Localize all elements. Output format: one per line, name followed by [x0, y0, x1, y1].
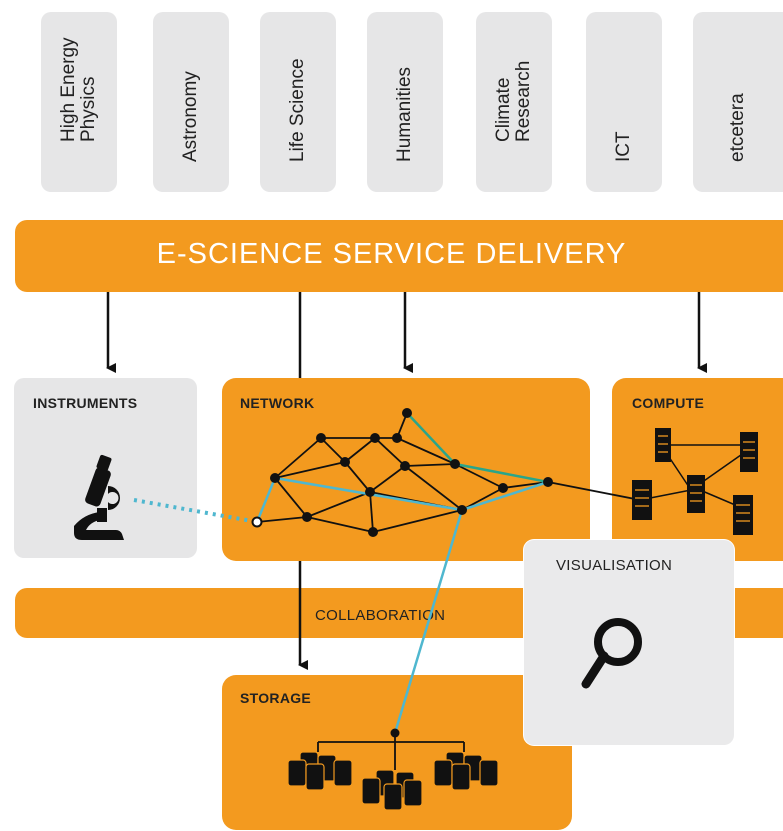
server-rack-icon	[632, 428, 758, 535]
discipline-tile-astronomy: Astronomy	[153, 12, 229, 192]
network-label: NETWORK	[240, 395, 315, 411]
compute-label: COMPUTE	[632, 395, 705, 411]
discipline-tile-high-energy-physics: High Energy Physics	[41, 12, 117, 192]
green-link-path	[406, 412, 549, 484]
instruments-label: INSTRUMENTS	[33, 395, 138, 411]
discipline-tile-humanities: Humanities	[367, 12, 443, 192]
visualisation-label: VISUALISATION	[556, 557, 673, 574]
instrument-dotted-link	[133, 498, 253, 523]
storage-node	[390, 728, 400, 738]
collaboration-label: COLLABORATION	[315, 607, 446, 624]
network-graph	[256, 412, 641, 533]
server-rack-detail	[635, 435, 755, 522]
service-delivery-banner	[15, 220, 783, 292]
banner-title: E-SCIENCE SERVICE DELIVERY	[156, 238, 627, 270]
microscope-icon	[74, 454, 124, 540]
network-entry-node	[251, 516, 263, 528]
discipline-tile-climate-research: Climate Research	[476, 12, 552, 192]
discipline-tile-etcetera: etcetera	[693, 12, 783, 192]
storage-label: STORAGE	[240, 690, 312, 706]
discipline-tile-life-science: Life Science	[260, 12, 336, 192]
discipline-tile-ict: ICT	[586, 12, 662, 192]
network-nodes	[270, 408, 553, 537]
database-icon	[287, 751, 499, 811]
